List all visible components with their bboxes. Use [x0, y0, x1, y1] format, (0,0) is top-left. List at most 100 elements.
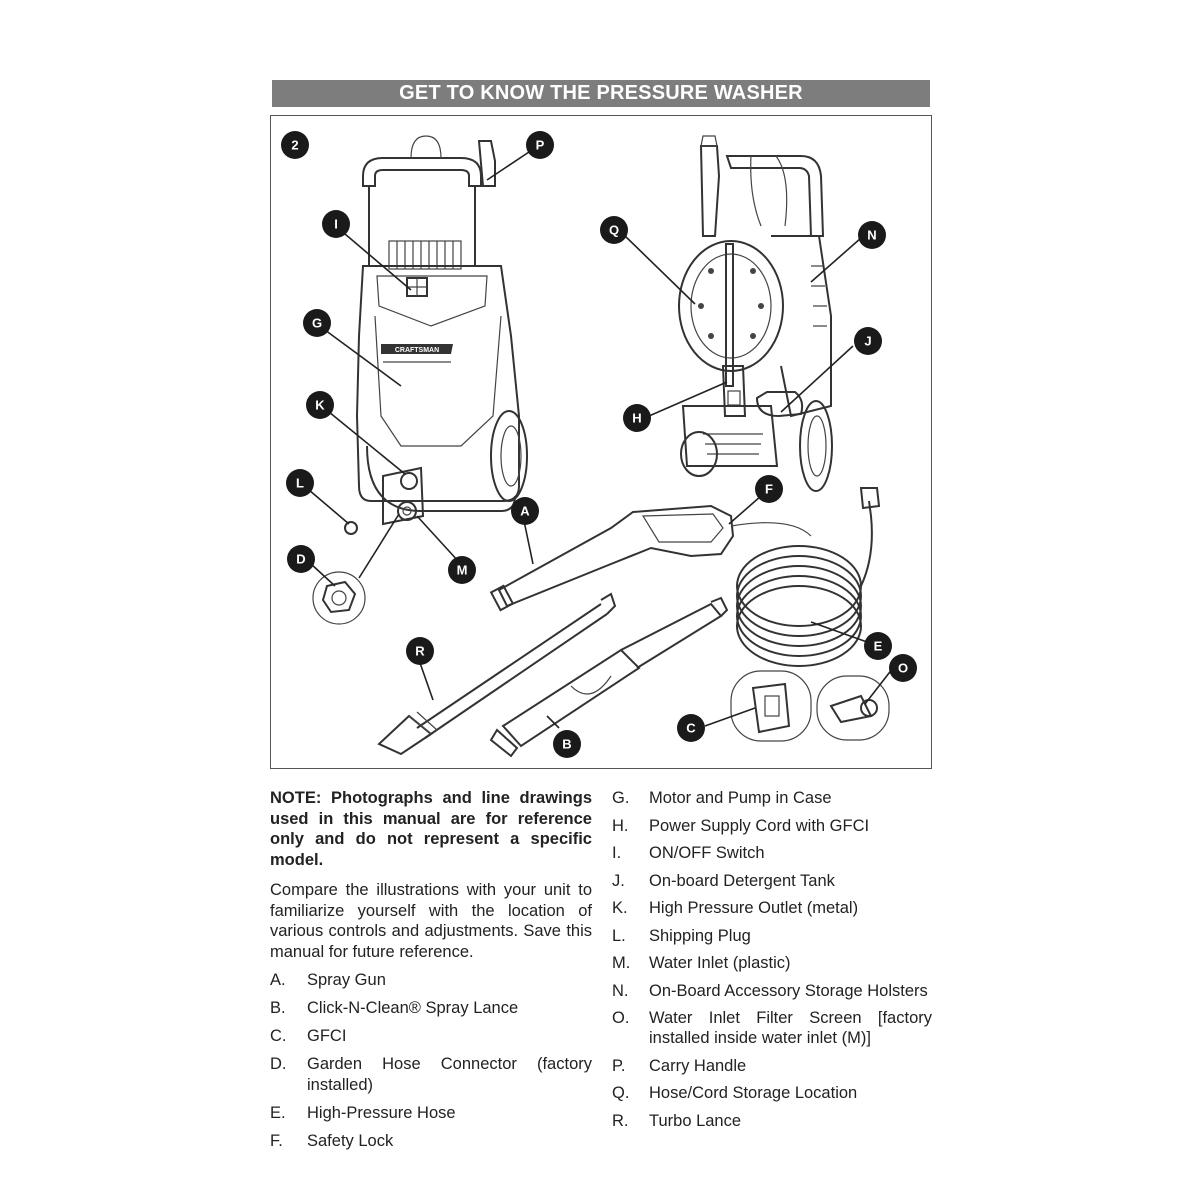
pressure-washer-illustration: CRAFTSMAN — [281, 131, 917, 758]
svg-text:C: C — [686, 721, 696, 736]
part-name: GFCI — [307, 1027, 347, 1045]
part-letter: C. — [270, 1027, 287, 1045]
part-letter: F. — [270, 1131, 283, 1150]
svg-text:E: E — [874, 639, 883, 654]
part-item: L. Shipping Plug — [612, 926, 932, 946]
part-name: On-board Detergent Tank — [649, 871, 835, 890]
part-name: Click-N-Clean® Spray Lance — [307, 999, 519, 1017]
part-letter: J. — [612, 871, 625, 890]
rear-washer-drawing — [678, 135, 833, 492]
part-item: G. Motor and Pump in Case — [612, 788, 932, 808]
part-item: J. On-board Detergent Tank — [612, 871, 932, 891]
part-name: Motor and Pump in Case — [649, 789, 832, 807]
part-item: B. Click-N-Clean® Spray Lance — [270, 998, 592, 1019]
svg-text:H: H — [632, 411, 641, 426]
part-letter: L. — [612, 926, 626, 945]
part-item: C. GFCI — [270, 1026, 592, 1047]
part-letter: E. — [270, 1103, 286, 1122]
part-letter: B. — [270, 999, 286, 1017]
part-name: Water Inlet (plastic) — [649, 954, 791, 972]
callout-o: O — [889, 654, 917, 682]
brand-label: CRAFTSMAN — [395, 347, 439, 354]
callout-h: H — [623, 404, 651, 432]
part-item: K. High Pressure Outlet (metal) — [612, 898, 932, 918]
part-letter: K. — [612, 899, 628, 917]
part-name: Shipping Plug — [649, 926, 751, 945]
callout-i: I — [322, 210, 350, 238]
svg-text:D: D — [296, 552, 305, 567]
part-letter: I. — [612, 844, 622, 862]
right-column: G. Motor and Pump in Case H. Power Supply … — [612, 788, 932, 1138]
part-letter: O. — [612, 1009, 630, 1027]
part-name: Turbo Lance — [649, 1111, 742, 1130]
svg-text:O: O — [898, 661, 908, 676]
part-name: High-Pressure Hose — [307, 1103, 456, 1122]
part-letter: G. — [612, 789, 630, 807]
svg-text:R: R — [415, 644, 425, 659]
part-name: Spray Gun — [307, 971, 386, 989]
part-item: D.Garden Hose Connector (factory install… — [270, 1054, 592, 1095]
svg-text:2: 2 — [291, 138, 298, 153]
leader-lines — [308, 151, 894, 729]
pressure-washer-figure: CRAFTSMAN — [270, 115, 932, 769]
svg-text:F: F — [765, 482, 773, 497]
intro-text: Compare the illustrations with your unit… — [270, 881, 592, 961]
callout-l: L — [286, 469, 314, 497]
part-item: R. Turbo Lance — [612, 1111, 932, 1131]
svg-text:M: M — [457, 563, 468, 578]
gfci-drawing — [730, 670, 812, 742]
part-letter: N. — [612, 981, 629, 1000]
callout-b: B — [553, 730, 581, 758]
part-letter: P. — [612, 1056, 626, 1075]
turbo-lance-drawing — [377, 592, 617, 756]
part-name: Hose/Cord Storage Location — [649, 1084, 858, 1102]
part-name: ON/OFF Switch — [649, 844, 765, 862]
part-name: Garden Hose Connector (factory installed… — [307, 1055, 592, 1094]
part-letter: H. — [612, 816, 629, 835]
figure-number-callout: 2 — [281, 131, 309, 159]
part-name: Carry Handle — [649, 1056, 747, 1075]
part-letter: A. — [270, 971, 286, 989]
part-name: High Pressure Outlet (metal) — [649, 899, 859, 917]
note-text: NOTE: Photographs and line drawings used… — [270, 789, 592, 869]
callout-d: D — [287, 545, 315, 573]
part-item: A. Spray Gun — [270, 970, 592, 991]
callout-q: Q — [600, 216, 628, 244]
svg-text:N: N — [867, 228, 876, 243]
callout-a: A — [511, 497, 539, 525]
callout-k: K — [306, 391, 334, 419]
part-item: H. Power Supply Cord with GFCI — [612, 816, 932, 836]
callout-e: E — [864, 632, 892, 660]
part-letter: R. — [612, 1111, 629, 1130]
section-title: GET TO KNOW THE PRESSURE WASHER — [272, 80, 930, 107]
callout-f: F — [755, 475, 783, 503]
svg-text:J: J — [864, 334, 871, 349]
part-letter: M. — [612, 954, 631, 972]
part-name: On-Board Accessory Storage Holsters — [649, 981, 928, 1000]
svg-text:I: I — [334, 217, 338, 232]
part-item: F. Safety Lock — [270, 1131, 592, 1152]
callout-r: R — [406, 637, 434, 665]
part-letter: Q. — [612, 1084, 630, 1102]
svg-text:A: A — [520, 504, 530, 519]
svg-text:K: K — [315, 398, 325, 413]
front-washer-drawing: CRAFTSMAN — [312, 135, 528, 625]
part-item: N. On-Board Accessory Storage Holsters — [612, 981, 932, 1001]
callout-g: G — [303, 309, 331, 337]
part-name: Power Supply Cord with GFCI — [649, 816, 870, 835]
svg-text:G: G — [312, 316, 322, 331]
part-item: I. ON/OFF Switch — [612, 843, 932, 863]
svg-text:B: B — [562, 737, 571, 752]
callout-m: M — [448, 556, 476, 584]
parts-list-left: A. Spray Gun B. Click-N-Clean® Spray Lance… — [270, 970, 592, 1151]
parts-list-right: G. Motor and Pump in Case H. Power Supply … — [612, 788, 932, 1131]
spray-gun-drawing — [489, 487, 881, 667]
part-name: Safety Lock — [307, 1131, 394, 1150]
svg-text:L: L — [296, 476, 304, 491]
callout-n: N — [858, 221, 886, 249]
svg-text:P: P — [536, 138, 545, 153]
svg-text:Q: Q — [609, 223, 619, 238]
part-item: Q. Hose/Cord Storage Location — [612, 1083, 932, 1103]
part-item: O.Water Inlet Filter Screen [factory ins… — [612, 1008, 932, 1048]
callout-c: C — [677, 714, 705, 742]
